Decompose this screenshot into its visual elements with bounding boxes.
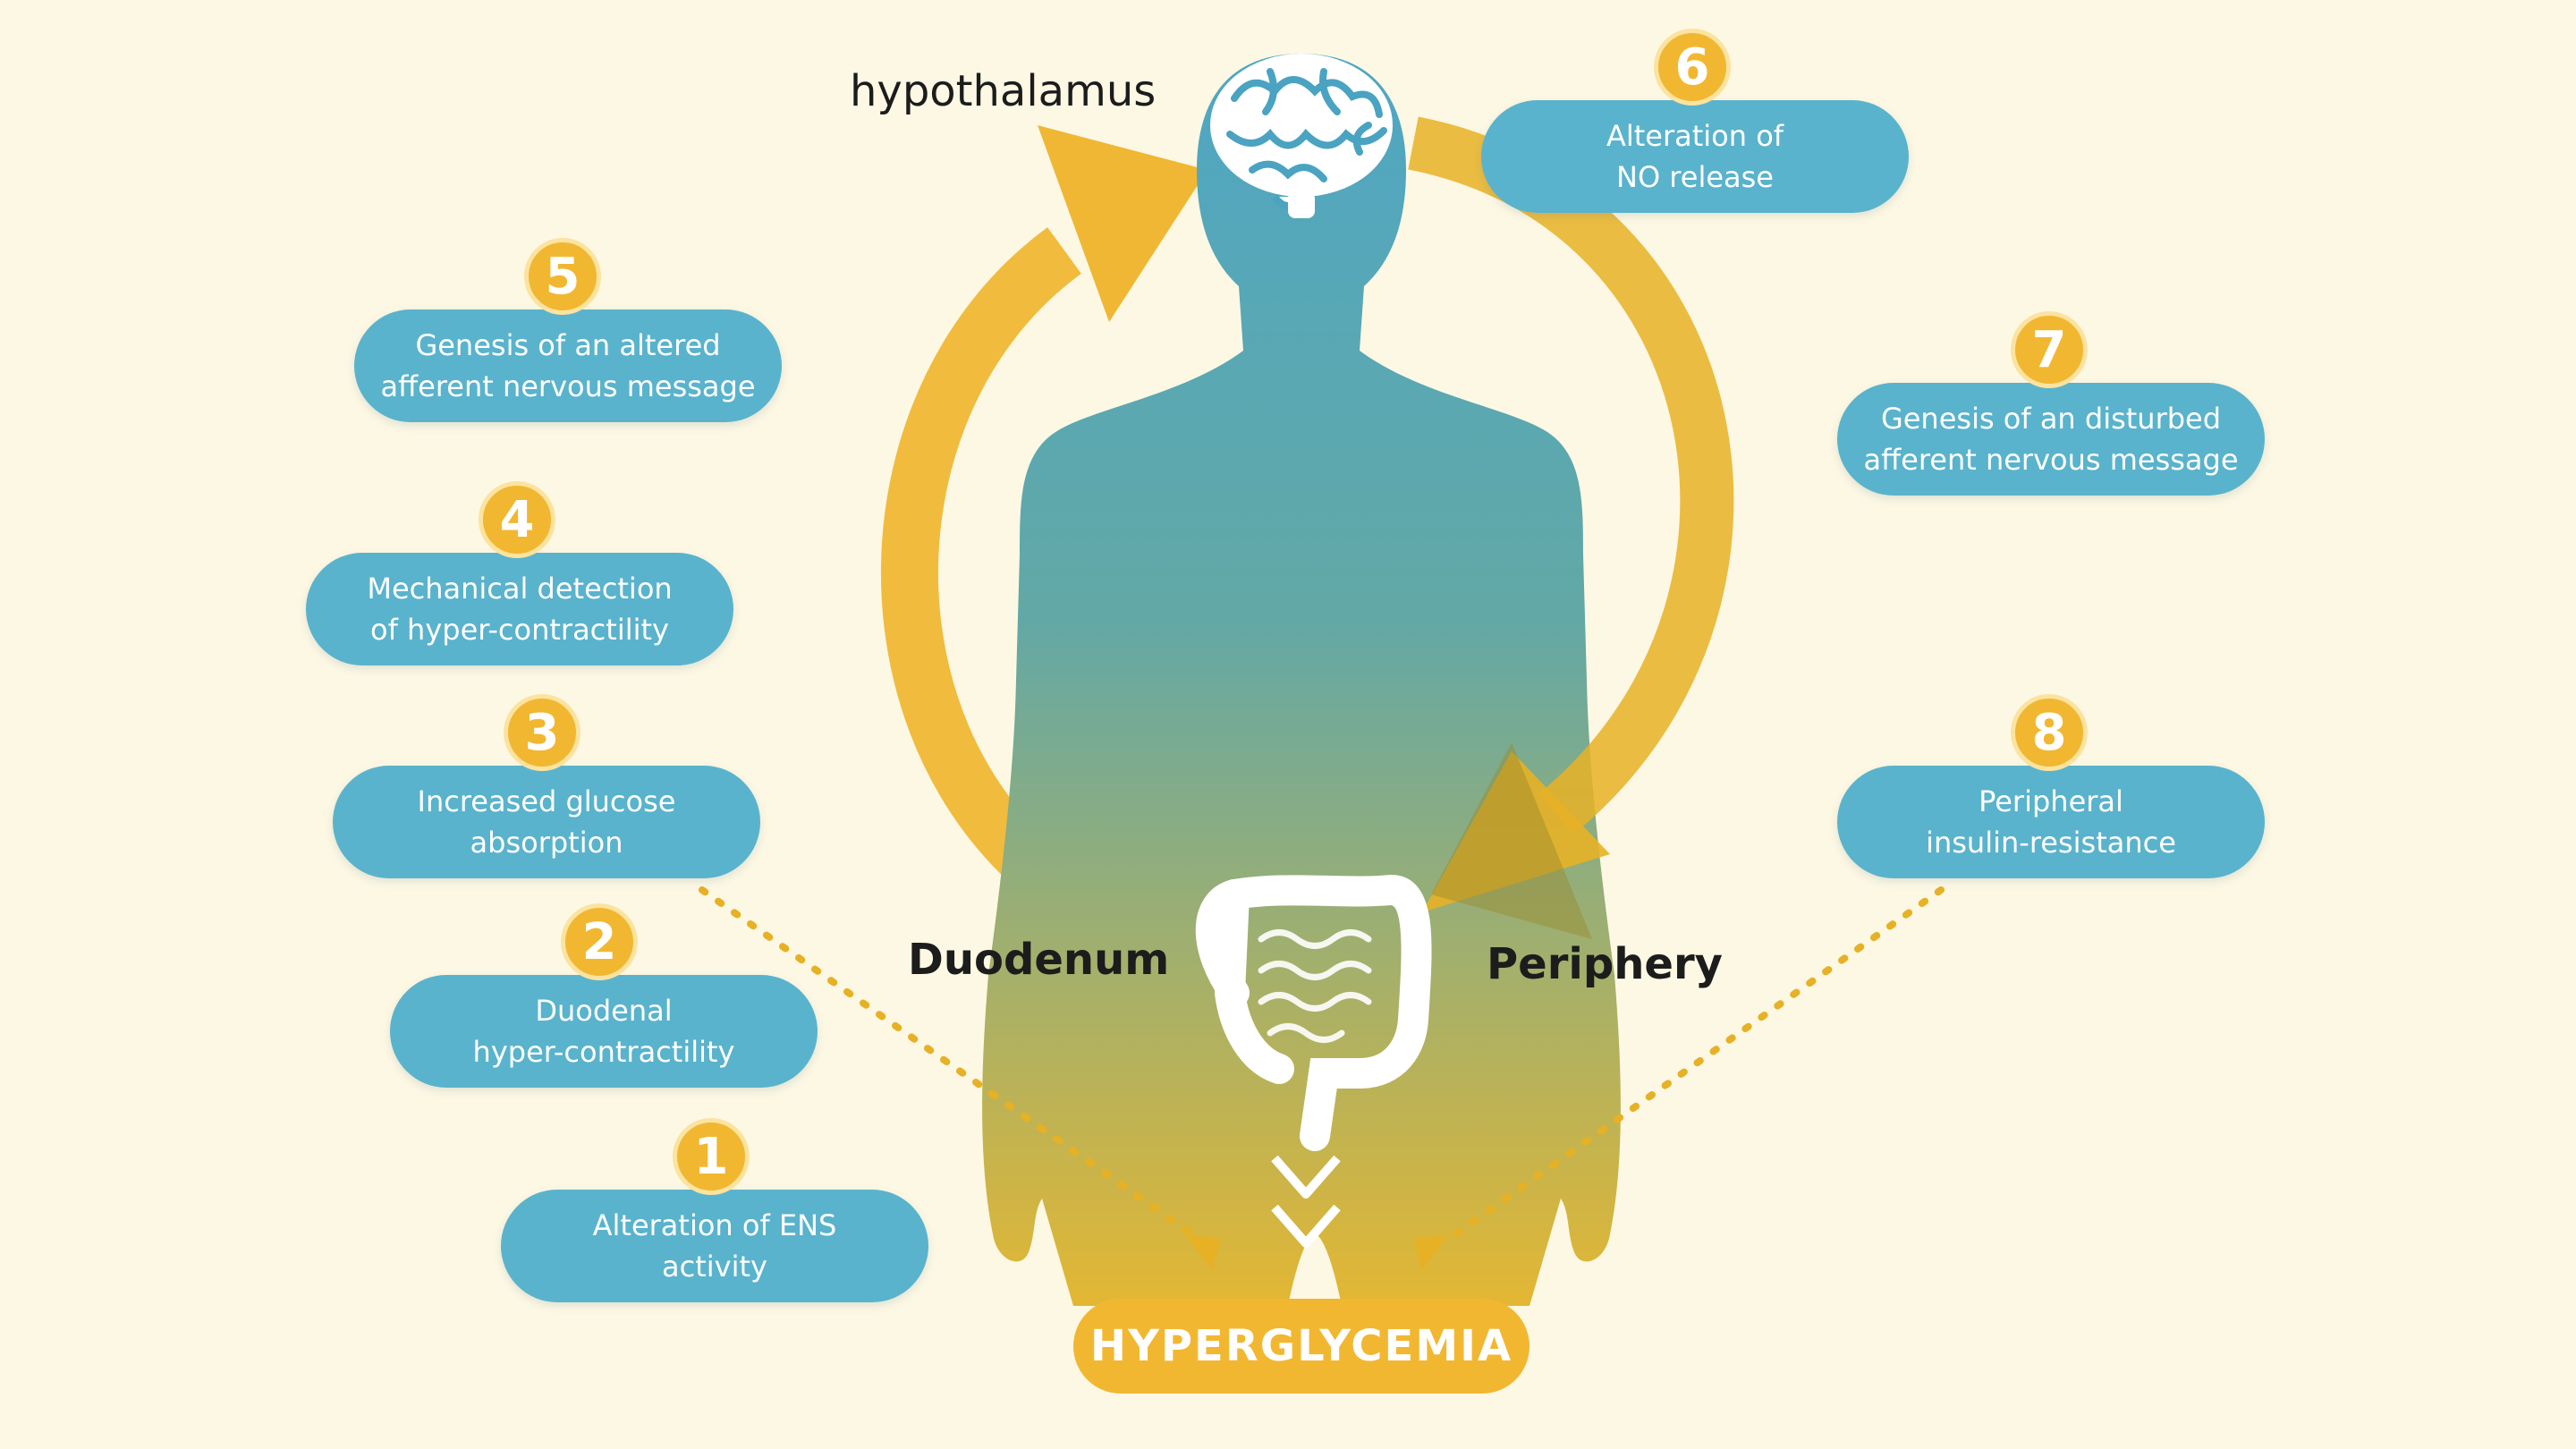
- hypothalamus-label: hypothalamus: [850, 66, 1157, 116]
- step-7-line1: Genesis of an disturbed: [1880, 402, 2222, 436]
- step-4-line2: of hyper-contractility: [370, 613, 669, 647]
- step-6-box: Alteration of NO release: [1481, 100, 1909, 213]
- step-4-badge: 4: [479, 481, 555, 558]
- step-2-line1: Duodenal: [535, 994, 673, 1028]
- step-2-box: Duodenal hyper-contractility: [390, 975, 818, 1088]
- step-5-line1: Genesis of an altered: [415, 328, 721, 362]
- step-1-badge: 1: [673, 1118, 750, 1195]
- human-body-silhouette: [982, 54, 1621, 1306]
- step-3-badge: 3: [504, 694, 580, 771]
- step-8-box: Peripheral insulin-resistance: [1837, 766, 2265, 878]
- step-6-line1: Alteration of: [1606, 119, 1784, 153]
- intestine-icon: [1195, 874, 1432, 1151]
- step-1-line2: activity: [662, 1250, 767, 1284]
- step-5-box: Genesis of an altered afferent nervous m…: [354, 309, 782, 422]
- step-5-line2: afferent nervous message: [380, 369, 756, 403]
- duodenum-label: Duodenum: [908, 935, 1170, 985]
- dotted-connector-right: [1413, 886, 1945, 1270]
- hyperglycemia-label: HYPERGLYCEMIA: [1073, 1299, 1530, 1394]
- step-8-line2: insulin-resistance: [1926, 826, 2176, 860]
- step-6-line2: NO release: [1616, 160, 1774, 194]
- down-chevrons-icon: [1271, 1155, 1341, 1248]
- step-6-badge: 6: [1654, 29, 1731, 106]
- dotted-connector-left: [699, 886, 1221, 1270]
- step-8-line1: Peripheral: [1979, 784, 2123, 818]
- step-7-badge: 7: [2011, 311, 2088, 388]
- step-3-box: Increased glucose absorption: [333, 766, 760, 878]
- step-3-line1: Increased glucose: [417, 784, 676, 818]
- step-7-line2: afferent nervous message: [1863, 443, 2239, 477]
- periphery-label: Periphery: [1487, 939, 1723, 989]
- step-3-line2: absorption: [470, 826, 623, 860]
- step-4-box: Mechanical detection of hyper-contractil…: [306, 553, 733, 665]
- step-1-line1: Alteration of ENS: [592, 1208, 837, 1242]
- step-2-badge: 2: [561, 903, 638, 980]
- brain-icon: [1210, 54, 1393, 218]
- step-1-box: Alteration of ENS activity: [501, 1190, 928, 1302]
- step-7-box: Genesis of an disturbed afferent nervous…: [1837, 383, 2265, 496]
- step-5-badge: 5: [524, 238, 601, 315]
- step-4-line1: Mechanical detection: [367, 572, 673, 606]
- step-8-badge: 8: [2011, 694, 2088, 771]
- step-2-line2: hyper-contractility: [472, 1035, 735, 1069]
